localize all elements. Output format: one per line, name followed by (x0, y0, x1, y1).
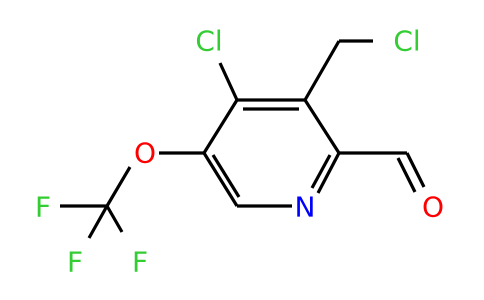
bond-c2-n-inner (310, 154, 332, 189)
bond-c5-c4 (202, 99, 239, 154)
atom-f-bottom: F (132, 246, 148, 279)
bond-cho-o-inner (396, 157, 417, 193)
bond-c4-cl (218, 62, 239, 101)
atom-o-aldehyde: O (422, 191, 444, 224)
atom-f-left: F (35, 191, 51, 224)
atom-n-ring: N (295, 191, 316, 224)
atom-cl-methyl: Cl (393, 25, 420, 58)
atom-cl-ring: Cl (195, 25, 222, 58)
atom-labels: Cl Cl O N O F F F (35, 25, 444, 279)
bond-cf3-f-bottom (87, 205, 109, 239)
bond-c6-c5-inner (211, 154, 241, 198)
bond-lines (60, 39, 426, 239)
bond-o-cf3 (105, 166, 132, 207)
bond-c3-c2 (303, 99, 341, 154)
bond-cf3-f-top (105, 205, 124, 233)
bond-c2-n (316, 152, 341, 194)
atom-o-ether: O (134, 137, 156, 170)
atom-f-top: F (67, 246, 83, 279)
bond-cho-o (405, 152, 426, 188)
bond-c6-c5 (202, 152, 239, 207)
bond-c3-ch2 (303, 40, 341, 101)
